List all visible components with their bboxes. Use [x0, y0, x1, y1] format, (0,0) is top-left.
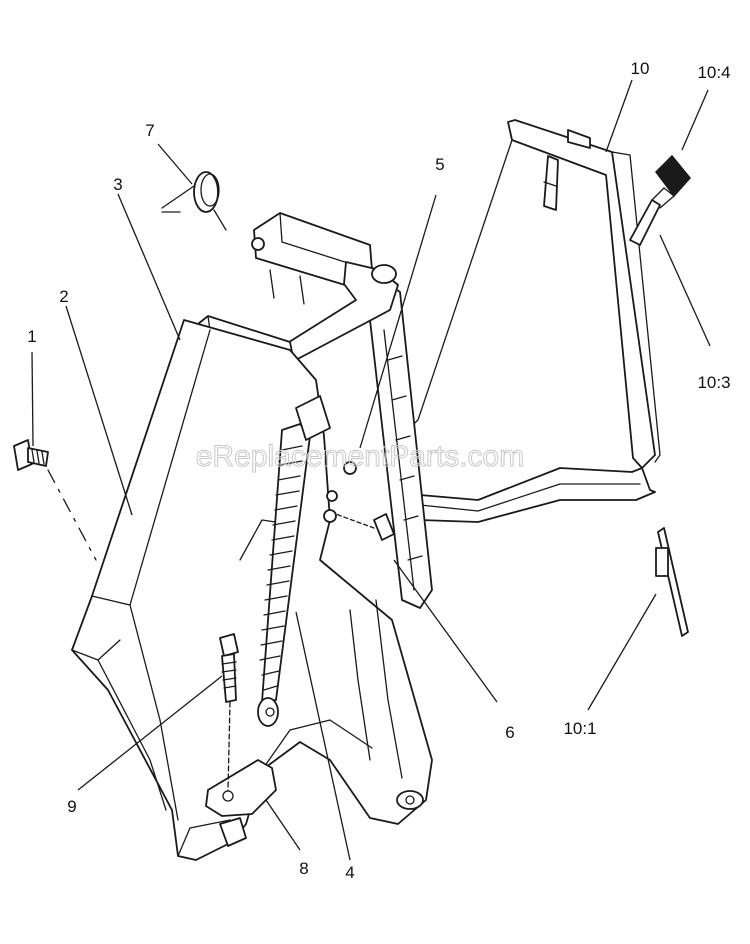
part-4-threaded-rod [257, 395, 331, 727]
callout-5: 5 [435, 155, 444, 174]
callout-10-3: 10:3 [697, 373, 730, 392]
callout-7: 7 [145, 121, 154, 140]
callout-10-4: 10:4 [697, 63, 730, 82]
callout-9: 9 [67, 797, 76, 816]
part-1-bolt [13, 439, 97, 561]
callout-labels: 1 2 3 4 5 6 7 8 9 10 10:1 10:3 10:4 [27, 59, 730, 882]
watermark-text: eReplacementParts.com [196, 440, 524, 473]
part-8-plate [205, 759, 277, 847]
part-10-handle [404, 119, 661, 523]
part-10-4-grip [651, 154, 691, 209]
callout-10-1: 10:1 [563, 719, 596, 738]
part-9-bolt [219, 633, 239, 791]
part-10-1-pin [655, 527, 689, 637]
callout-2: 2 [59, 287, 68, 306]
callout-4: 4 [345, 863, 354, 882]
callout-6: 6 [505, 723, 514, 742]
callout-1: 1 [27, 327, 36, 346]
callout-10: 10 [631, 59, 650, 78]
part-6-bolt [323, 461, 395, 541]
part-7-spring [161, 171, 227, 231]
leader-lines [31, 79, 711, 861]
callout-3: 3 [113, 175, 122, 194]
callout-8: 8 [299, 859, 308, 878]
